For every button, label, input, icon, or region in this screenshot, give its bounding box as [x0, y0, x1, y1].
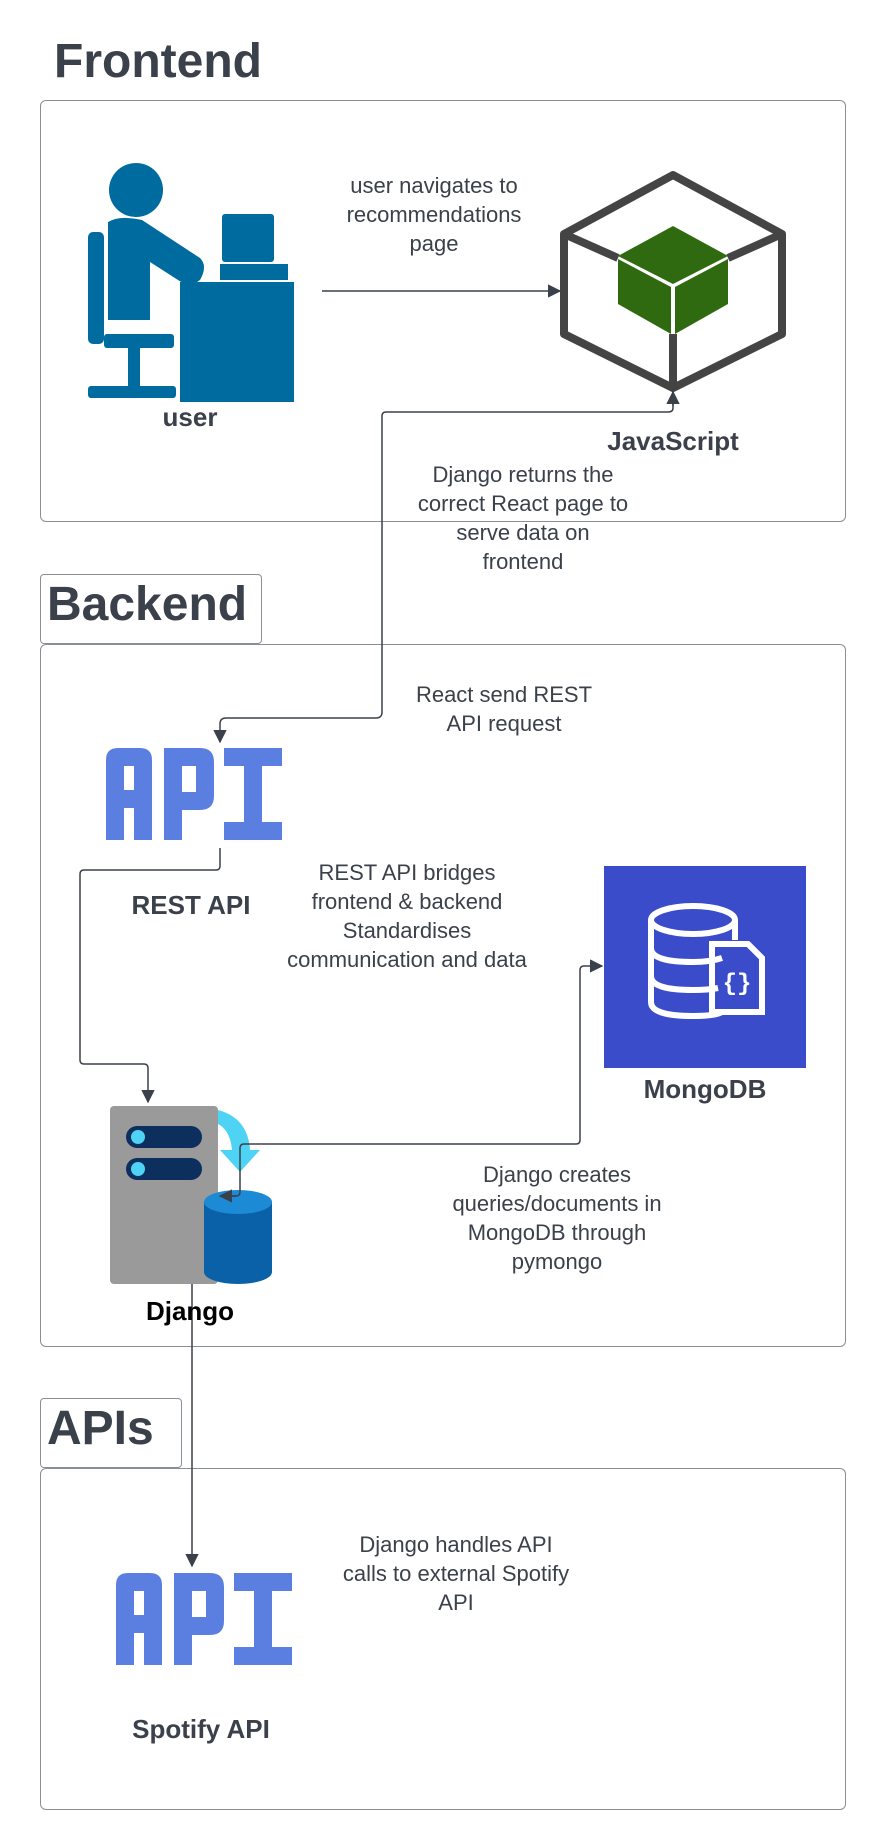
spotify-api-logo-icon — [116, 1573, 292, 1665]
user-icon — [88, 163, 294, 402]
edge-label-django-returns: Django returns the correct React page to… — [417, 462, 629, 574]
spotify-api-label: Spotify API — [132, 1714, 270, 1744]
edge-label-django-mongo: Django creates queries/documents in Mong… — [452, 1162, 662, 1274]
edge-rest-to-django — [79, 848, 221, 1104]
edge-label-react-request: React send REST API request — [415, 682, 593, 736]
svg-text:{}: {} — [723, 971, 752, 998]
frontend-title: Frontend — [54, 35, 262, 88]
javascript-cube-icon — [560, 171, 786, 392]
backend-title: Backend — [47, 578, 248, 631]
mongodb-label: MongoDB — [643, 1074, 767, 1104]
rest-api-label: REST API — [131, 890, 251, 920]
edge-react-request — [213, 388, 674, 744]
rest-api-logo-icon — [106, 748, 282, 840]
javascript-label: JavaScript — [607, 426, 739, 456]
backend-tab: Backend — [40, 574, 262, 644]
edge-label-rest-bridges: REST API bridges frontend & backend Stan… — [287, 860, 527, 972]
django-label: Django — [145, 1296, 235, 1326]
apis-title: APIs — [47, 1402, 154, 1455]
user-label: user — [162, 402, 218, 432]
edge-label-django-spotify: Django handles API calls to external Spo… — [342, 1532, 570, 1615]
apis-tab: APIs — [40, 1398, 182, 1468]
edge-django-to-mongodb — [220, 959, 604, 1197]
django-server-icon — [110, 1106, 272, 1284]
edge-label-user-to-javascript: user navigates to recommendations page — [346, 173, 522, 256]
mongodb-icon: {} — [604, 866, 806, 1068]
